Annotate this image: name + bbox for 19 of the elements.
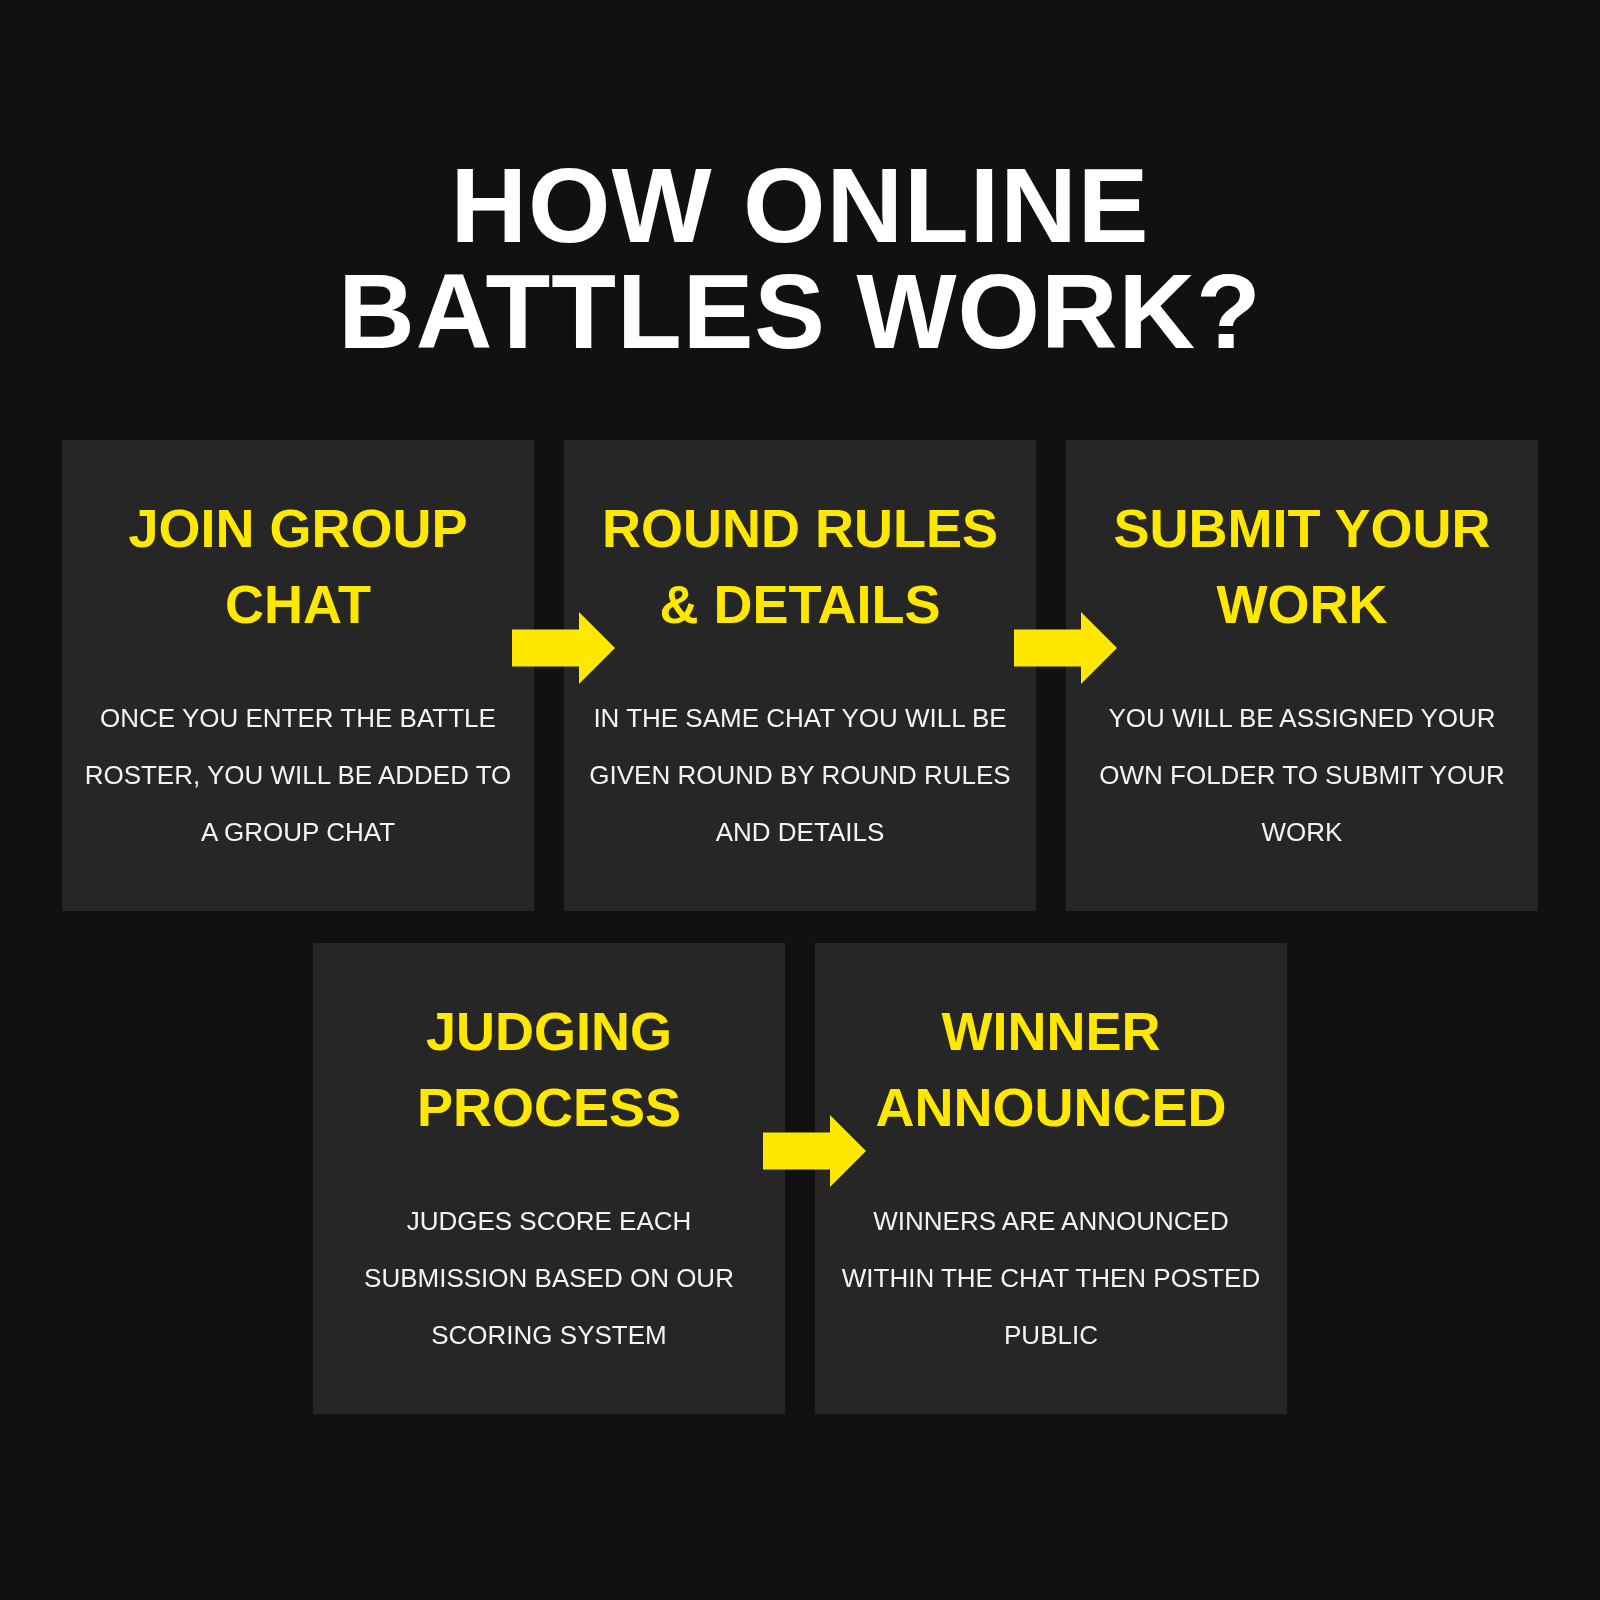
step-heading: ROUND RULES & DETAILS: [601, 497, 999, 636]
title: HOW ONLINE BATTLES WORK?: [337, 152, 1263, 364]
step-card: [1066, 440, 1538, 911]
step-description: YOU WILL BE ASSIGNED YOUR OWN FOLDER TO SUBMIT YOUR WORK: [1098, 702, 1506, 849]
arrow: [512, 612, 615, 684]
step-description: ONCE YOU ENTER THE BATTLE ROSTER, YOU WILL BE ADDED TO A GROUP CHAT: [83, 702, 513, 849]
step-card: [62, 440, 534, 911]
step-heading: JOIN GROUP CHAT: [127, 497, 469, 636]
step-description: WINNERS ARE ANNOUNCED WITHIN THE CHAT THEN POSTED PUBLIC: [840, 1205, 1262, 1352]
step-description: IN THE SAME CHAT YOU WILL BE GIVEN ROUND BY ROUND RULES AND DETAILS: [588, 702, 1012, 849]
step-heading: WINNER ANNOUNCED: [874, 1000, 1228, 1139]
step-heading: JUDGING PROCESS: [415, 1000, 683, 1139]
arrow: [763, 1115, 866, 1187]
arrow: [1014, 612, 1117, 684]
step-card: [313, 943, 785, 1414]
step-card: [815, 943, 1287, 1414]
step-description: JUDGES SCORE EACH SUBMISSION BASED ON OUR SCORING SYSTEM: [363, 1205, 735, 1352]
step-heading: SUBMIT YOUR WORK: [1112, 497, 1492, 636]
step-card: [564, 440, 1036, 911]
